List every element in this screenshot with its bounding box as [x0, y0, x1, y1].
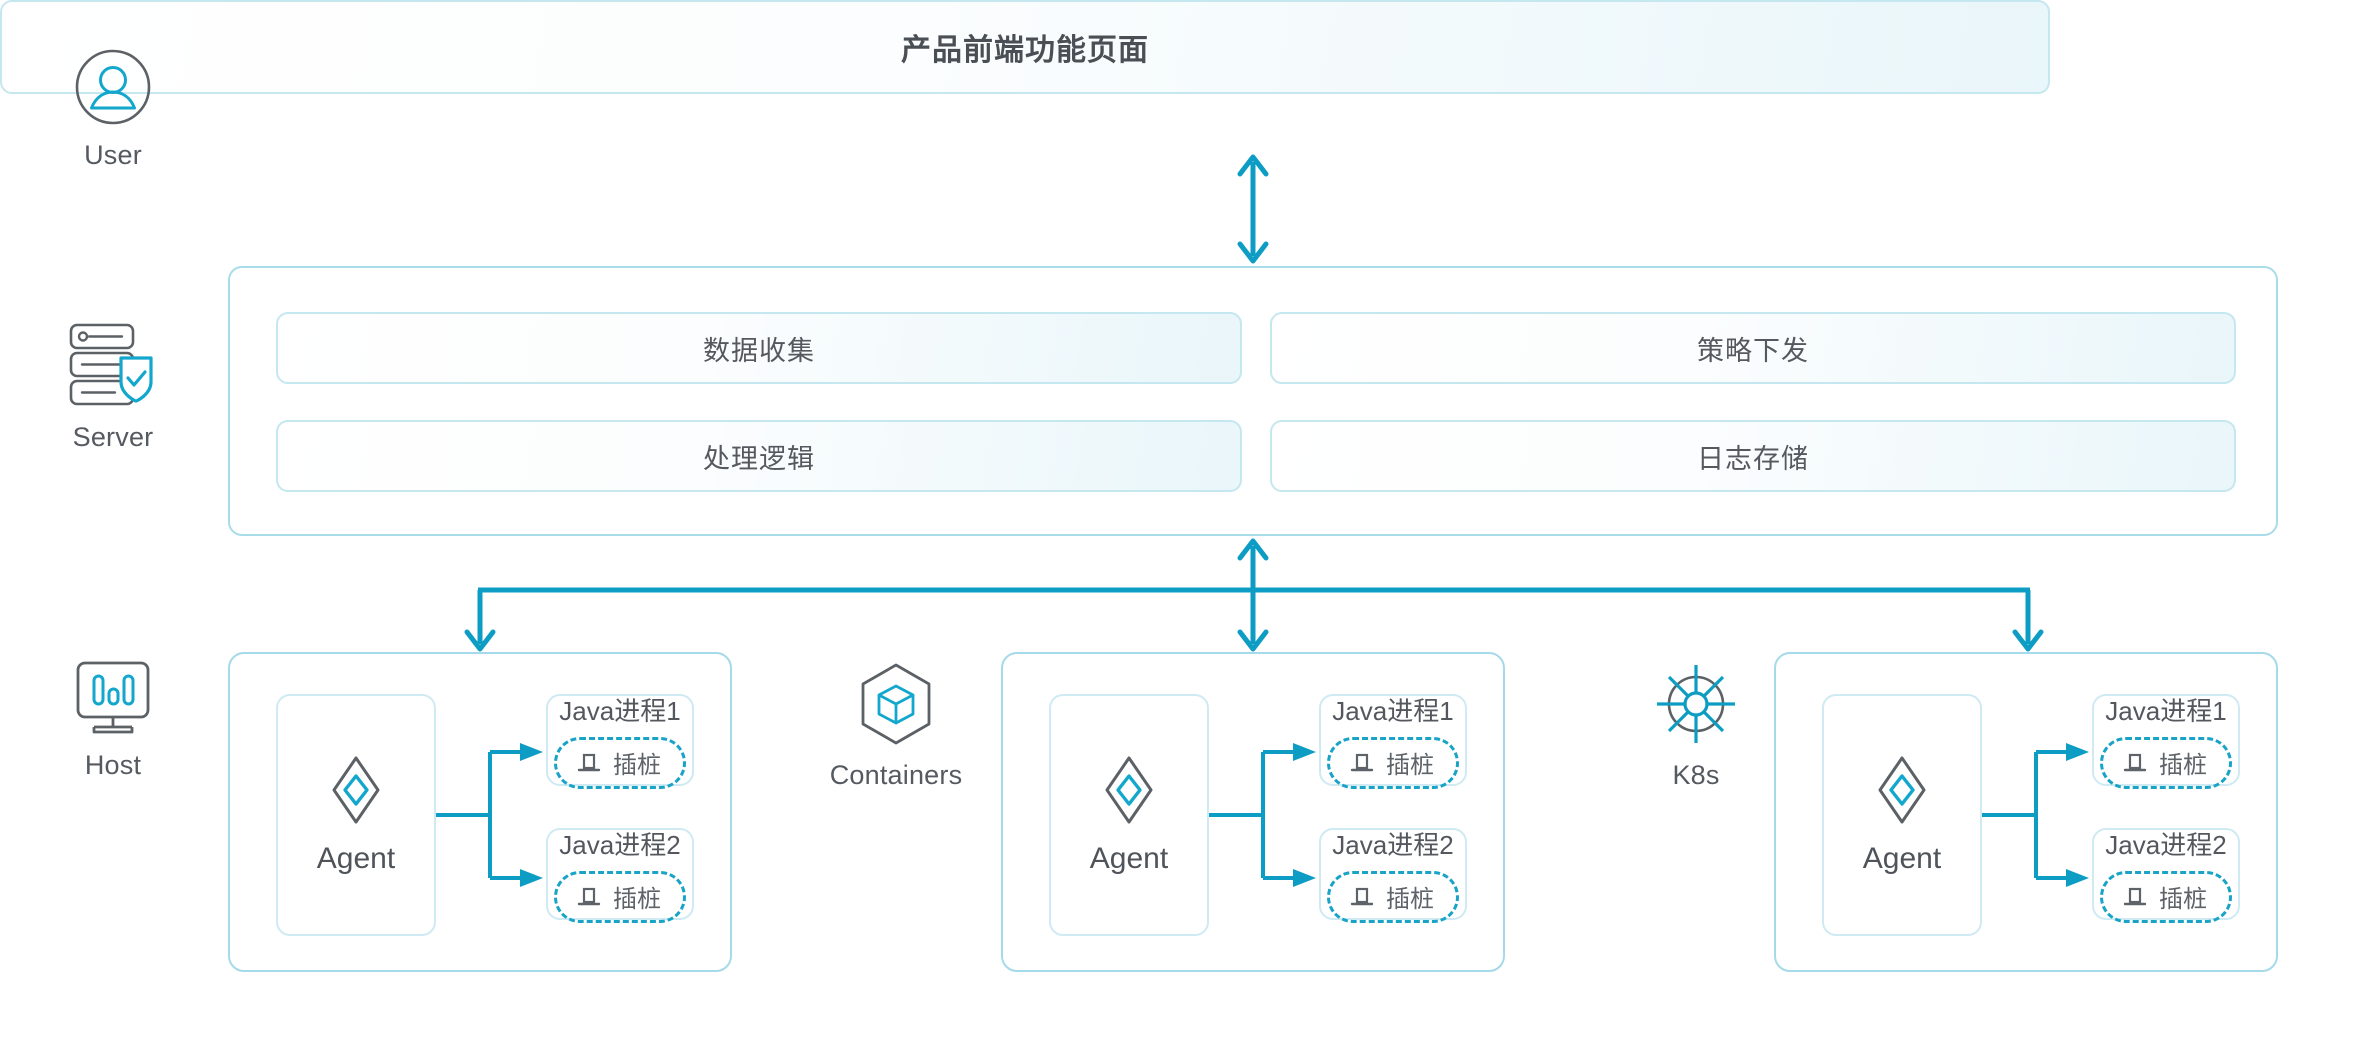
monitor-chart-icon: [70, 660, 156, 736]
instrumentation-pill[interactable]: 插桩: [554, 871, 686, 923]
server-shield-icon: [65, 320, 161, 408]
diamond-agent-icon: [1103, 754, 1155, 826]
java-process-box[interactable]: Java进程1 插桩: [1319, 694, 1467, 789]
server-cell-label: 处理逻辑: [703, 443, 815, 474]
agent-label: Agent: [316, 842, 396, 875]
server-cell-label: 策略下发: [1697, 335, 1809, 366]
instrumentation-pill[interactable]: 插桩: [554, 737, 686, 789]
frontend-page-title: 产品前端功能页面: [901, 34, 1149, 67]
server-cell-data-collection[interactable]: 数据收集: [276, 312, 1242, 384]
java-process-box[interactable]: Java进程1 插桩: [546, 694, 694, 789]
java-process-box[interactable]: Java进程2 插桩: [2092, 828, 2240, 923]
server-cell-label: 数据收集: [703, 335, 815, 366]
java-process-title: Java进程1: [2105, 696, 2227, 726]
platform-k8s: K8s: [1583, 662, 1809, 791]
java-process-title: Java进程1: [1332, 696, 1454, 726]
rail-host: Host: [0, 660, 226, 781]
kubernetes-helm-icon: [1654, 662, 1738, 746]
java-process-box[interactable]: Java进程1 插桩: [2092, 694, 2240, 789]
java-process-title: Java进程1: [559, 696, 681, 726]
agent-box[interactable]: Agent: [1822, 694, 1982, 936]
server-cell-policy-distribution[interactable]: 策略下发: [1270, 312, 2236, 384]
instrumentation-label: 插桩: [1386, 752, 1434, 779]
frontend-page-banner[interactable]: 产品前端功能页面: [0, 0, 2050, 94]
server-panel: 数据收集 策略下发 处理逻辑 日志存储: [228, 266, 2278, 536]
platform-containers: Containers: [783, 662, 1009, 791]
agent-box[interactable]: Agent: [276, 694, 436, 936]
stub-pile-icon: [1350, 885, 1374, 909]
java-process-title: Java进程2: [2105, 830, 2227, 860]
stub-pile-icon: [2123, 751, 2147, 775]
rail-server: Server: [0, 320, 226, 453]
stub-pile-icon: [1350, 751, 1374, 775]
instrumentation-pill[interactable]: 插桩: [1327, 871, 1459, 923]
instrumentation-label: 插桩: [613, 886, 661, 913]
diamond-agent-icon: [1876, 754, 1928, 826]
agent-label: Agent: [1089, 842, 1169, 875]
instrumentation-label: 插桩: [1386, 886, 1434, 913]
server-cell-label: 日志存储: [1697, 443, 1809, 474]
host-group-1: Agent Java进程1 插桩 Java进程2: [228, 652, 732, 972]
server-cell-log-storage[interactable]: 日志存储: [1270, 420, 2236, 492]
instrumentation-pill[interactable]: 插桩: [2100, 871, 2232, 923]
java-process-title: Java进程2: [1332, 830, 1454, 860]
agent-label: Agent: [1862, 842, 1942, 875]
stub-pile-icon: [2123, 885, 2147, 909]
agent-box[interactable]: Agent: [1049, 694, 1209, 936]
rail-label-host: Host: [84, 750, 142, 780]
hexagon-cube-icon: [856, 662, 936, 746]
rail-label-server: Server: [72, 422, 154, 452]
platform-label-k8s: K8s: [1672, 760, 1720, 790]
instrumentation-pill[interactable]: 插桩: [2100, 737, 2232, 789]
instrumentation-label: 插桩: [613, 752, 661, 779]
stub-pile-icon: [577, 885, 601, 909]
platform-label-containers: Containers: [829, 760, 963, 790]
host-group-2: Agent Java进程1 插桩 Java进程2: [1001, 652, 1505, 972]
user-circle-icon: [74, 48, 152, 126]
java-process-box[interactable]: Java进程2 插桩: [546, 828, 694, 923]
java-process-title: Java进程2: [559, 830, 681, 860]
host-group-3: Agent Java进程1 插桩 Java进程2: [1774, 652, 2278, 972]
instrumentation-label: 插桩: [2159, 886, 2207, 913]
server-cell-processing-logic[interactable]: 处理逻辑: [276, 420, 1242, 492]
instrumentation-label: 插桩: [2159, 752, 2207, 779]
stub-pile-icon: [577, 751, 601, 775]
rail-user: User: [0, 48, 226, 171]
instrumentation-pill[interactable]: 插桩: [1327, 737, 1459, 789]
diamond-agent-icon: [330, 754, 382, 826]
rail-label-user: User: [84, 140, 142, 170]
java-process-box[interactable]: Java进程2 插桩: [1319, 828, 1467, 923]
